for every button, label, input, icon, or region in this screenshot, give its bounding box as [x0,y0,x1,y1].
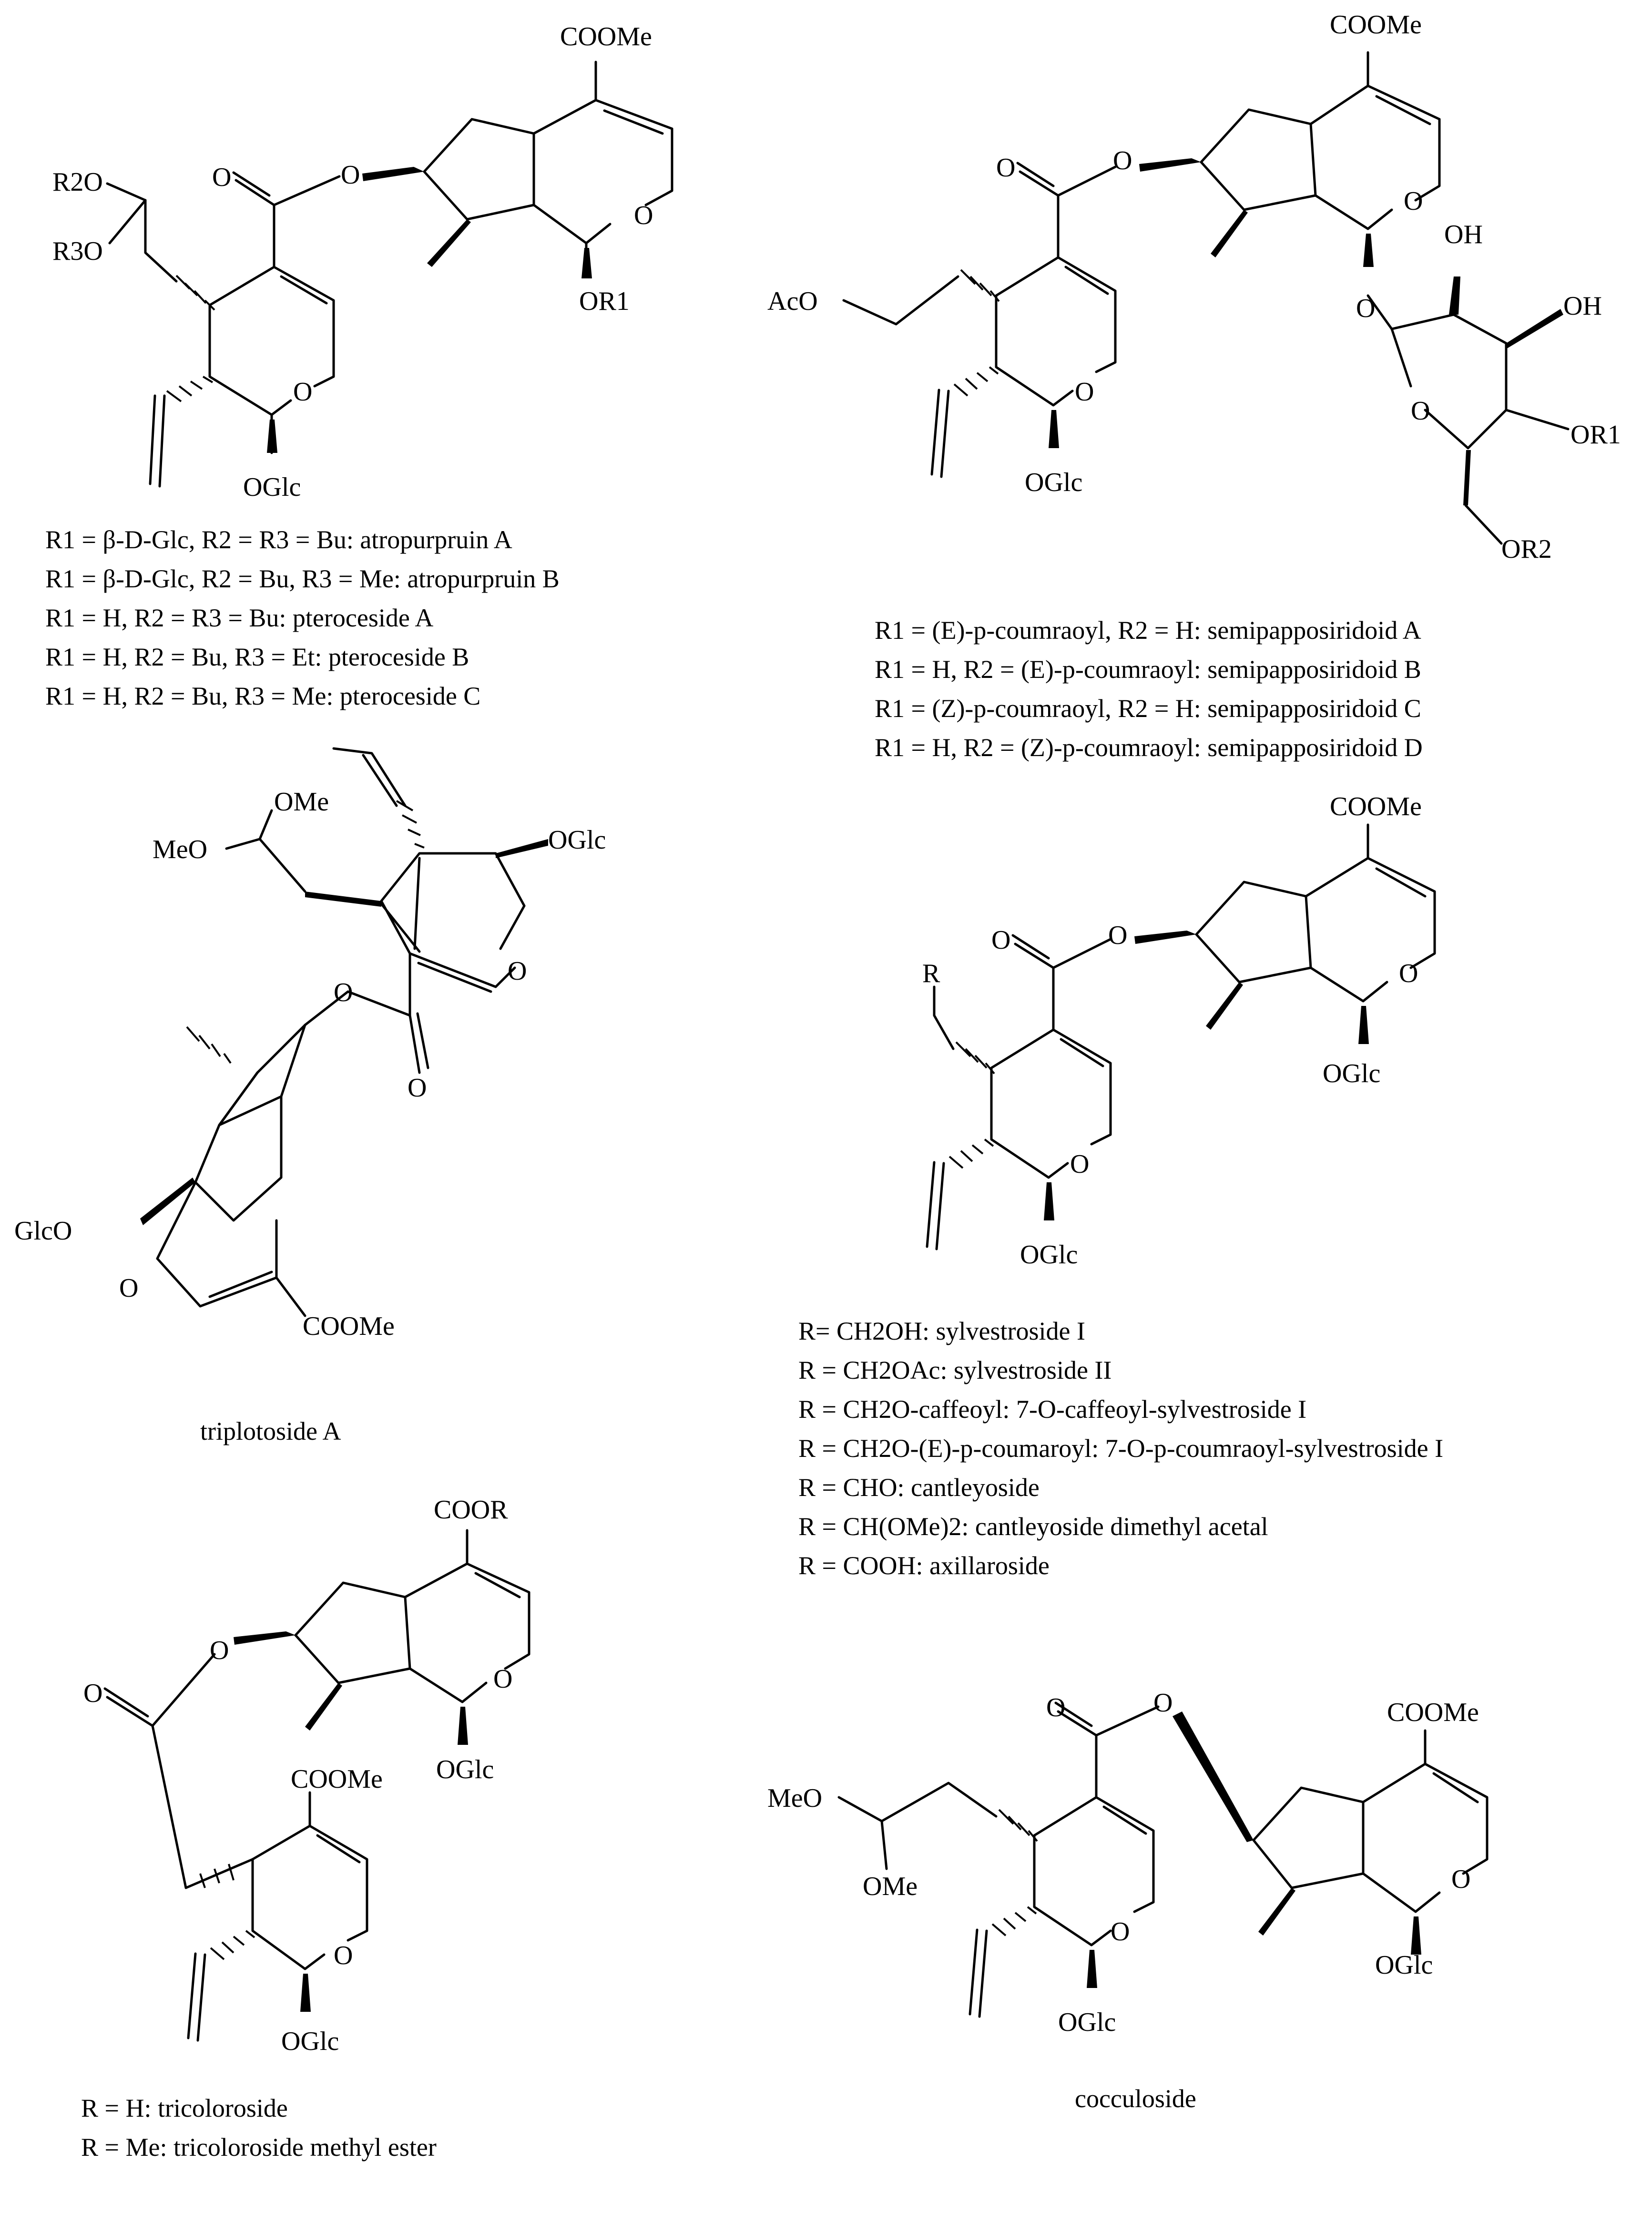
structure-atropurpruin: COOMe O O O OR1 OGlc O R2O R3O R1 = β-D-… [45,22,673,710]
atom-label: COOMe [1330,792,1422,821]
atom-label: OMe [274,787,329,817]
atom-label: OH [1563,291,1602,321]
atom-label: OMe [863,1872,918,1901]
caption-line: R = COOH: axillaroside [798,1551,1050,1580]
atom-label: AcO [767,287,818,316]
atom-label: COOMe [291,1764,383,1794]
atom-label: COOR [434,1495,508,1525]
atom-label: OGlc [1375,1950,1433,1980]
atom-label: O [1046,1693,1065,1722]
atom-label: COOMe [560,22,652,51]
caption-line: triplotoside A [200,1417,341,1445]
atom-label: COOMe [1330,10,1422,40]
caption-line: R1 = β-D-Glc, R2 = Bu, R3 = Me: atropurp… [45,564,560,593]
caption-line: R = Me: tricoloroside methyl ester [81,2133,437,2162]
atom-label: R2O [52,167,103,197]
caption-line: cocculoside [1075,2084,1196,2113]
atom-label: O [996,153,1015,183]
atom-label: O [1153,1688,1173,1718]
atom-label: R3O [52,236,103,266]
atom-label: O [1399,959,1418,988]
atom-label: R [922,959,940,988]
atom-label: OGlc [281,2027,339,2056]
atom-label: MeO [767,1783,822,1813]
caption-line: R1 = (E)-p-coumraoyl, R2 = H: semipappos… [875,616,1421,645]
caption-line: R1 = H, R2 = (Z)-p-coumraoyl: semipappos… [875,733,1423,762]
atom-label: O [408,1073,427,1103]
atom-label: COOMe [1387,1698,1479,1727]
atom-label: O [634,201,653,230]
atom-label: O [210,1636,229,1665]
atom-label: GlcO [14,1216,72,1246]
atom-label: O [334,1941,353,1970]
caption-line: R = CH(OMe)2: cantleyoside dimethyl acet… [798,1512,1268,1541]
atom-label: O [83,1679,102,1708]
atom-label: O [1113,146,1132,175]
caption-line: R1 = H, R2 = Bu, R3 = Et: pteroceside B [45,643,469,671]
atom-label: O [1404,186,1423,216]
atom-label: O [1411,396,1430,426]
atom-label: OR1 [1570,420,1621,450]
caption-line: R1 = H, R2 = Bu, R3 = Me: pteroceside C [45,682,480,710]
atom-label: O [991,925,1010,955]
atom-label: OGlc [1323,1059,1380,1088]
atom-label: O [508,956,527,986]
atom-label: COOMe [303,1311,395,1341]
caption-line: R = H: tricoloroside [81,2094,288,2122]
caption-line: R1 = (Z)-p-coumraoyl, R2 = H: semipappos… [875,694,1421,723]
atom-label: O [341,160,360,190]
atom-label: O [293,377,312,407]
structure-triplotoside: OMe MeO OGlc O O O GlcO O COOMe triploto… [14,747,606,1445]
atom-label: O [212,163,231,192]
atom-label: O [1070,1149,1089,1179]
caption-line: R = CH2OAc: sylvestroside II [798,1356,1112,1384]
atom-label: O [1075,377,1094,407]
atom-label: OR2 [1501,534,1552,564]
atom-label: O [334,978,353,1007]
structure-sylvestroside: COOMe R O O O OGlc O OGlc R= CH2OH: sylv… [798,792,1443,1580]
caption-line: R = CH2O-(E)-p-coumaroyl: 7-O-p-coumraoy… [798,1434,1443,1463]
caption-line: R = CH2O-caffeoyl: 7-O-caffeoyl-sylvestr… [798,1395,1306,1424]
atom-label: O [1356,294,1375,323]
caption-line: R1 = β-D-Glc, R2 = R3 = Bu: atropurpruin… [45,525,512,554]
atom-label: OGlc [1025,468,1082,497]
atom-label: OR1 [579,287,630,316]
atom-label: O [1451,1865,1470,1894]
atom-label: O [1111,1917,1130,1947]
caption-line: R1 = H, R2 = R3 = Bu: pteroceside A [45,604,433,632]
structure-cocculoside: O O COOMe MeO OMe O O OGlc OGlc cocculos… [767,1688,1489,2113]
atom-label: OGlc [1058,2008,1116,2037]
structure-tricoloroside: COOR O O O OGlc COOMe O OGlc R = H: tric… [81,1495,530,2162]
structure-semipapposiridoid: COOMe O O O O OH OH O OR1 OR2 AcO OGlc O… [767,10,1621,762]
caption-line: R = CHO: cantleyoside [798,1473,1040,1502]
atom-label: OH [1444,220,1483,249]
caption-line: R= CH2OH: sylvestroside I [798,1317,1085,1345]
atom-label: O [119,1273,138,1303]
atom-label: O [1108,921,1127,950]
atom-label: O [493,1664,512,1694]
atom-label: OGlc [1020,1240,1078,1270]
atom-label: OGlc [243,472,301,502]
atom-label: OGlc [548,825,606,855]
atom-label: OGlc [436,1755,494,1784]
caption-line: R1 = H, R2 = (E)-p-coumraoyl: semipappos… [875,655,1421,684]
atom-label: MeO [153,835,207,864]
